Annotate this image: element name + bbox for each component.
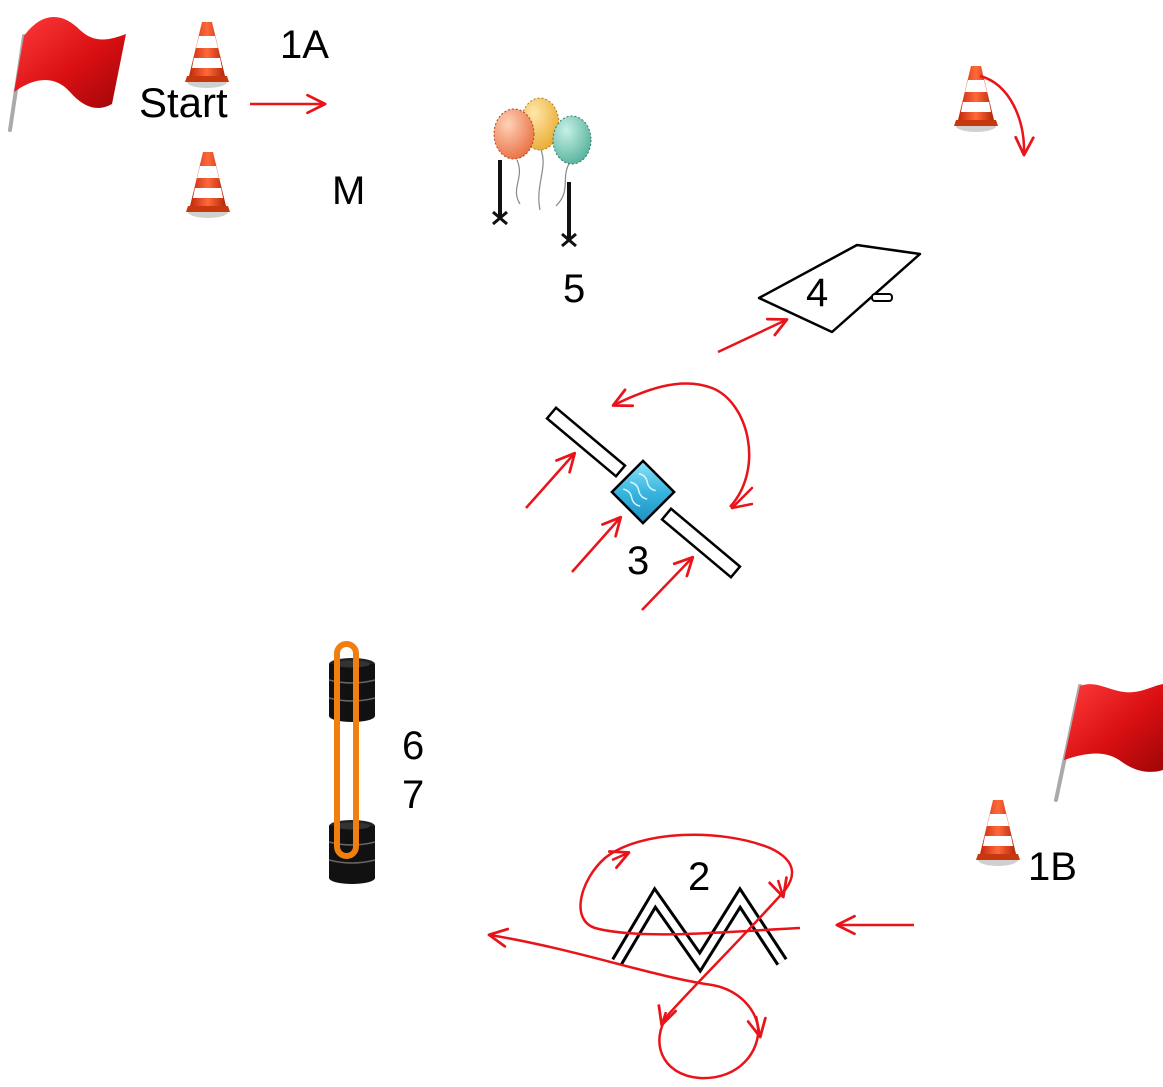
cone-1b-label: 1B — [1028, 845, 1077, 889]
start-label: Start — [139, 79, 228, 126]
obstacle-4-label: 4 — [806, 271, 828, 315]
approach-arrow — [525, 451, 577, 509]
traffic-cone-icon — [976, 800, 1020, 866]
traffic-cone-icon — [954, 66, 998, 132]
balloons-icon — [491, 97, 592, 248]
cone-1a-label: 1A — [280, 23, 329, 67]
approach-arrow — [717, 317, 789, 354]
zigzag-obstacle — [611, 885, 788, 974]
obstacle-2-label: 2 — [688, 855, 710, 899]
marker-m-label: M — [332, 169, 365, 213]
obstacle-7-label: 7 — [402, 773, 424, 817]
traffic-cone-icon — [186, 152, 230, 218]
approach-arrow — [571, 515, 623, 573]
approach-arrow — [641, 555, 695, 611]
water-pool-icon — [610, 459, 676, 525]
red-flag-icon — [8, 17, 126, 132]
red-flag-icon — [1054, 684, 1163, 802]
turn-arrow — [979, 74, 1035, 157]
obstacle-5-label: 5 — [563, 267, 585, 311]
weave-arrow — [487, 833, 801, 1080]
pole — [334, 641, 359, 859]
plank-obstacle — [545, 405, 742, 580]
platform-obstacle — [757, 243, 922, 334]
obstacle-3-label: 3 — [627, 539, 649, 583]
loop-arrow — [611, 382, 751, 508]
obstacle-6-label: 6 — [402, 724, 424, 768]
